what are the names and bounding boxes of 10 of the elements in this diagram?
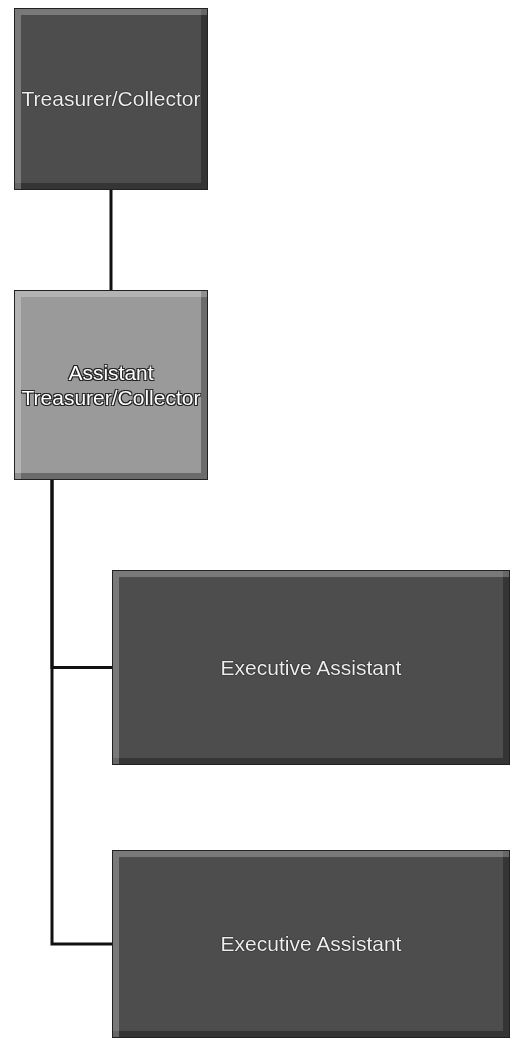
position-box xyxy=(14,290,208,480)
connector-line xyxy=(109,190,113,290)
position-box xyxy=(112,850,510,1038)
position-title: Executive Assistant xyxy=(219,654,403,681)
connector-line xyxy=(50,480,112,946)
position-box xyxy=(14,8,208,190)
position-title: Treasurer/Collector xyxy=(20,86,202,112)
position-title: Assistant Treasurer/Collector xyxy=(20,359,202,411)
position-box xyxy=(112,570,510,765)
position-title: Executive Assistant xyxy=(219,931,403,957)
